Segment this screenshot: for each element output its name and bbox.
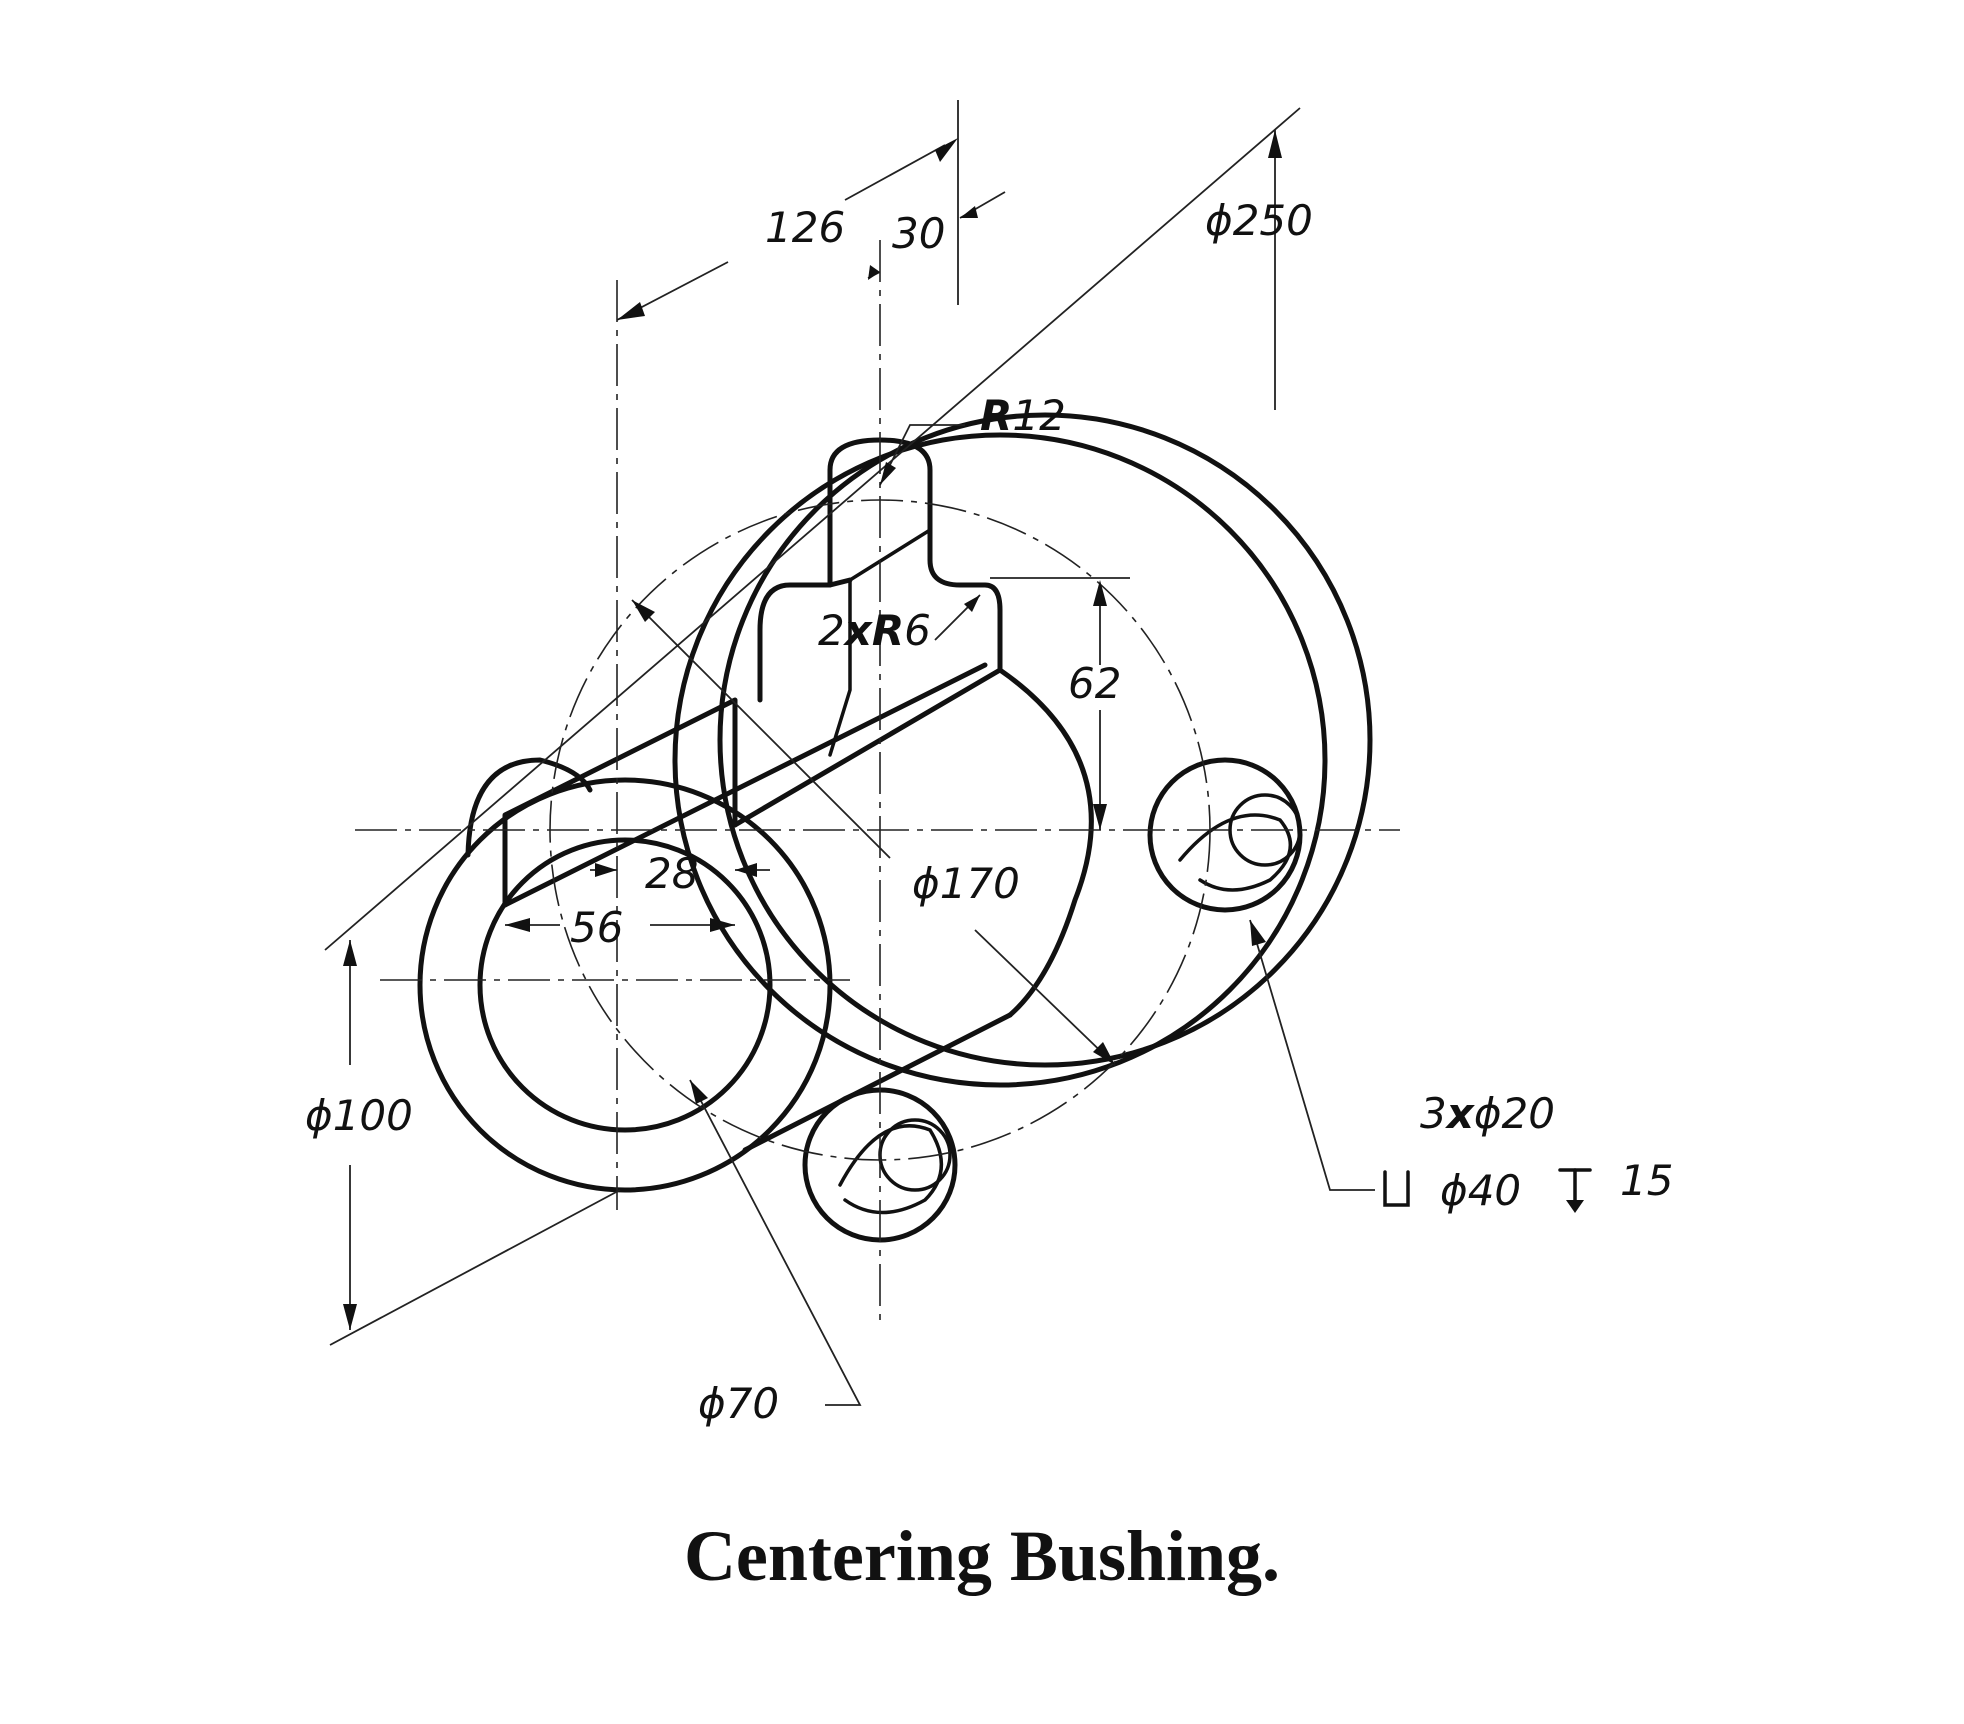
dimension-lines [324, 100, 1592, 1406]
dim-126: 126 [765, 203, 845, 252]
dim-3xphi20: 3xϕ20 [1420, 1089, 1555, 1138]
dim-28: 28 [645, 849, 698, 898]
dim-phi250: ϕ250 [1205, 196, 1313, 245]
dim-62: 62 [1068, 659, 1121, 708]
dim-phi100: ϕ100 [305, 1091, 413, 1140]
center-lines [355, 240, 1400, 1325]
body-edge-mid [732, 667, 1003, 828]
keyway-slot [502, 697, 738, 908]
flange-back-circle [717, 412, 1373, 1068]
counterbore-symbol [1383, 1170, 1410, 1207]
part-outline [417, 412, 1373, 1243]
flange-front-circle [672, 432, 1328, 1088]
depth-symbol [1558, 1168, 1592, 1213]
dim-phi170: ϕ170 [912, 859, 1020, 908]
drawing-title: Centering Bushing. [683, 1516, 1281, 1596]
dimension-labels: 126 30 ϕ250 R12 2xR6 62 28 ϕ170 56 ϕ100 … [305, 196, 1673, 1428]
dim-depth-15: 15 [1620, 1156, 1673, 1205]
dim-phi40: ϕ40 [1440, 1166, 1521, 1215]
t-slot-inner-2 [828, 578, 852, 757]
body-edge-lower [742, 1012, 1013, 1153]
dim-phi70: ϕ70 [698, 1379, 779, 1428]
dim-56: 56 [570, 903, 623, 952]
bore-circle [477, 837, 773, 1133]
dim-2xr6: 2xR6 [818, 606, 931, 655]
body-edge-upper [502, 662, 988, 908]
counterbore-hole-right [1147, 757, 1303, 913]
dim-r12: R12 [980, 391, 1066, 440]
left-boss [465, 757, 593, 858]
hub-circle [417, 777, 833, 1193]
dim-30: 30 [892, 209, 945, 258]
t-slot-inner-3 [848, 528, 932, 582]
body-right-arc [997, 667, 1094, 1018]
t-slot-inner-1 [827, 577, 853, 588]
